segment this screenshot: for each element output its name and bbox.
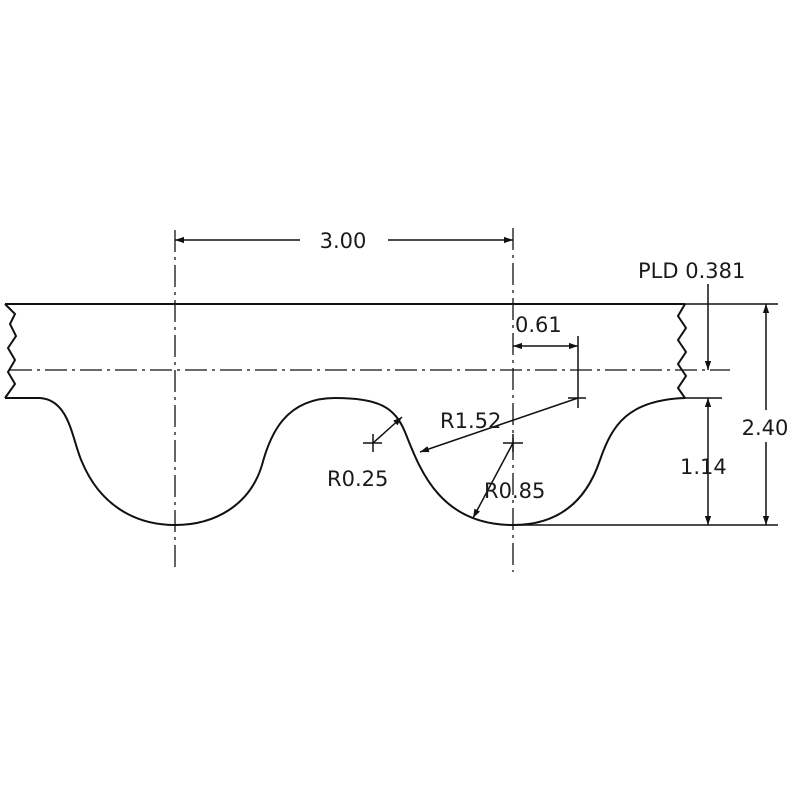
pld-dimension: PLD 0.381 <box>638 259 745 525</box>
offset-label: 0.61 <box>515 313 562 337</box>
offset-dimension: 0.61 <box>513 313 579 408</box>
pld-label: PLD 0.381 <box>638 259 745 283</box>
left-break-line <box>4 303 18 399</box>
radius-large-dimension: R1.52 <box>419 397 586 453</box>
belt-outline <box>4 303 688 527</box>
tooth-height-label: 1.14 <box>680 455 727 479</box>
right-break-line <box>676 303 688 399</box>
radius-small-label: R0.25 <box>327 467 388 491</box>
pitch-dimension: 3.00 <box>175 229 513 253</box>
total-height-label: 2.40 <box>742 416 789 440</box>
radius-tooth-label: R0.85 <box>484 479 545 503</box>
radius-tooth-dimension: R0.85 <box>472 434 545 519</box>
belt-tooth-profile <box>5 396 686 527</box>
radius-small-dimension: R0.25 <box>327 416 403 491</box>
total-height-dimension: 2.40 <box>734 304 796 525</box>
pitch-label: 3.00 <box>320 229 367 253</box>
radius-large-label: R1.52 <box>440 409 501 433</box>
